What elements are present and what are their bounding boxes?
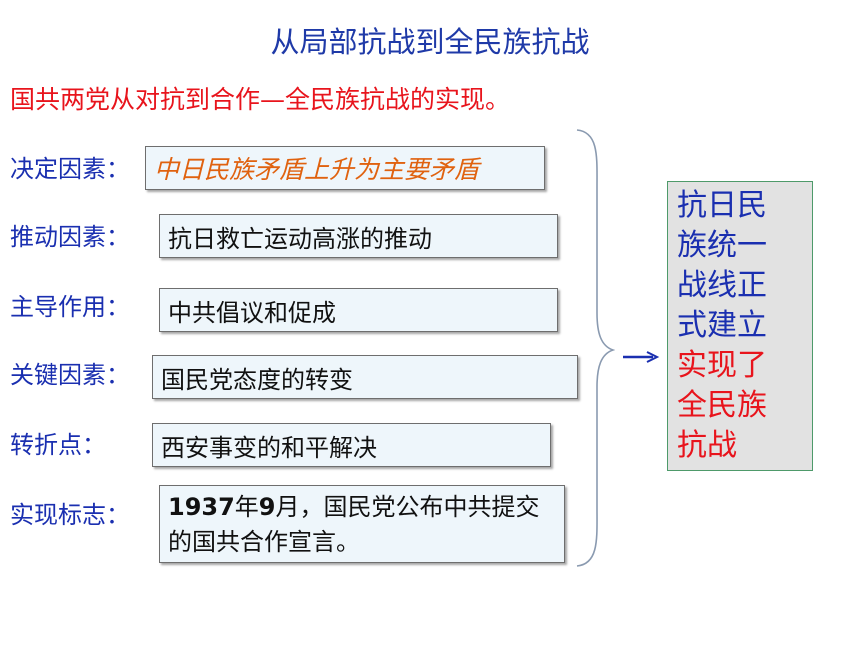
label-key-factor: 关键因素：: [10, 361, 130, 389]
milestone-month: 9: [258, 493, 276, 521]
box-milestone: 1937年9月，国民党公布中共提交的国共合作宣言。: [159, 485, 565, 563]
box-turning-point-text: 西安事变的和平解决: [161, 433, 377, 462]
label-driving-factor: 推动因素：: [10, 223, 130, 251]
box-key-factor: 国民党态度的转变: [152, 355, 578, 399]
label-decisive-factor: 决定因素：: [10, 155, 130, 183]
right-brace-icon: [576, 129, 615, 567]
result-line: 实现了: [677, 348, 767, 383]
box-key-factor-text: 国民党态度的转变: [161, 365, 353, 394]
result-box: 抗日民 族统一 战线正 式建立 实现了 全民族 抗战: [667, 181, 813, 471]
box-leading-role-text: 中共倡议和促成: [168, 298, 336, 327]
label-leading-role: 主导作用：: [10, 293, 130, 321]
result-line: 抗日民: [677, 188, 767, 223]
box-leading-role: 中共倡议和促成: [159, 288, 558, 332]
subtitle: 国共两党从对抗到合作—全民族抗战的实现。: [10, 85, 511, 114]
result-line: 抗战: [677, 428, 737, 463]
milestone-text: 月，国民党公布中共提交的国共合作宣言。: [168, 493, 540, 556]
milestone-year-unit: 年: [234, 493, 259, 521]
label-milestone: 实现标志：: [10, 501, 130, 529]
result-line: 战线正: [677, 268, 767, 303]
page-title: 从局部抗战到全民族抗战: [270, 25, 590, 59]
result-line: 族统一: [677, 228, 767, 263]
result-line: 式建立: [677, 308, 767, 343]
arrow-right-icon: [623, 351, 660, 363]
milestone-year: 1937: [168, 493, 235, 521]
box-decisive-factor: 中日民族矛盾上升为主要矛盾: [145, 146, 545, 190]
box-turning-point: 西安事变的和平解决: [152, 423, 551, 467]
box-driving-factor: 抗日救亡运动高涨的推动: [159, 214, 558, 258]
box-decisive-factor-text: 中日民族矛盾上升为主要矛盾: [154, 155, 480, 184]
result-line: 全民族: [677, 388, 767, 423]
label-turning-point: 转折点：: [10, 431, 106, 459]
box-driving-factor-text: 抗日救亡运动高涨的推动: [168, 224, 432, 253]
